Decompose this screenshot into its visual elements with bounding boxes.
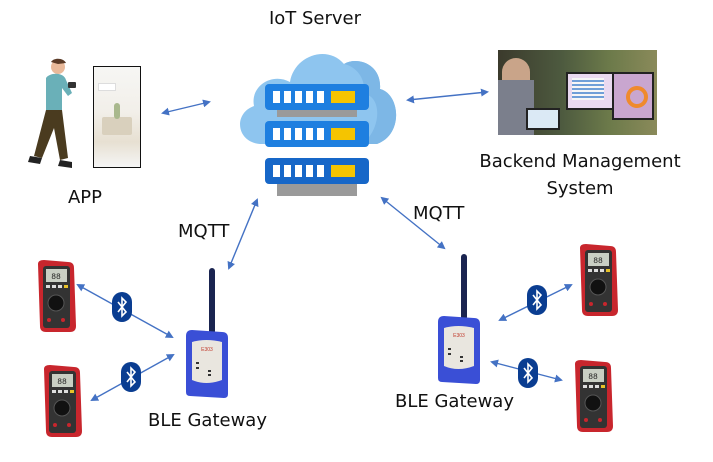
cloud-server-icon [240, 53, 397, 196]
svg-text:88: 88 [588, 373, 598, 382]
bluetooth-icon [112, 292, 132, 322]
app-label: APP [67, 187, 103, 208]
mqtt-label-left: MQTT [178, 221, 230, 242]
bluetooth-icon [518, 358, 538, 388]
arrow-server-backend [406, 88, 489, 104]
backend-label-line2: System [546, 178, 614, 199]
server-rack-unit [265, 121, 369, 147]
ble-gateway-right-label: BLE Gateway [395, 391, 514, 412]
phone-app-screenshot [93, 66, 141, 168]
ble-gateway-icon: E303 [186, 268, 228, 398]
svg-text:E303: E303 [201, 347, 213, 353]
backend-label-line1: Backend Management [479, 151, 681, 172]
multimeter-icon: 88 [580, 244, 618, 316]
multimeter-icon: 88 [575, 360, 613, 432]
svg-text:88: 88 [57, 378, 67, 387]
arrow-app-server [161, 99, 211, 116]
person-with-phone-icon [28, 58, 76, 168]
ble-gateway-icon: E303 [438, 254, 480, 384]
ble-gateway-left-label: BLE Gateway [148, 410, 267, 431]
server-rack-unit [265, 158, 369, 184]
server-rack-unit [265, 84, 369, 110]
svg-text:88: 88 [593, 257, 603, 266]
svg-text:E303: E303 [453, 333, 465, 339]
arrow-server-gateway-right [380, 196, 446, 250]
iot-server-label: IoT Server [268, 8, 362, 29]
svg-text:88: 88 [51, 273, 61, 282]
mqtt-label-right: MQTT [413, 203, 465, 224]
bluetooth-icon [121, 362, 141, 392]
arrow-server-gateway-left [227, 198, 259, 270]
multimeter-icon: 88 [44, 365, 82, 437]
bluetooth-icon [527, 285, 547, 315]
multimeter-icon: 88 [38, 260, 76, 332]
workstation-photo-icon [498, 50, 657, 135]
